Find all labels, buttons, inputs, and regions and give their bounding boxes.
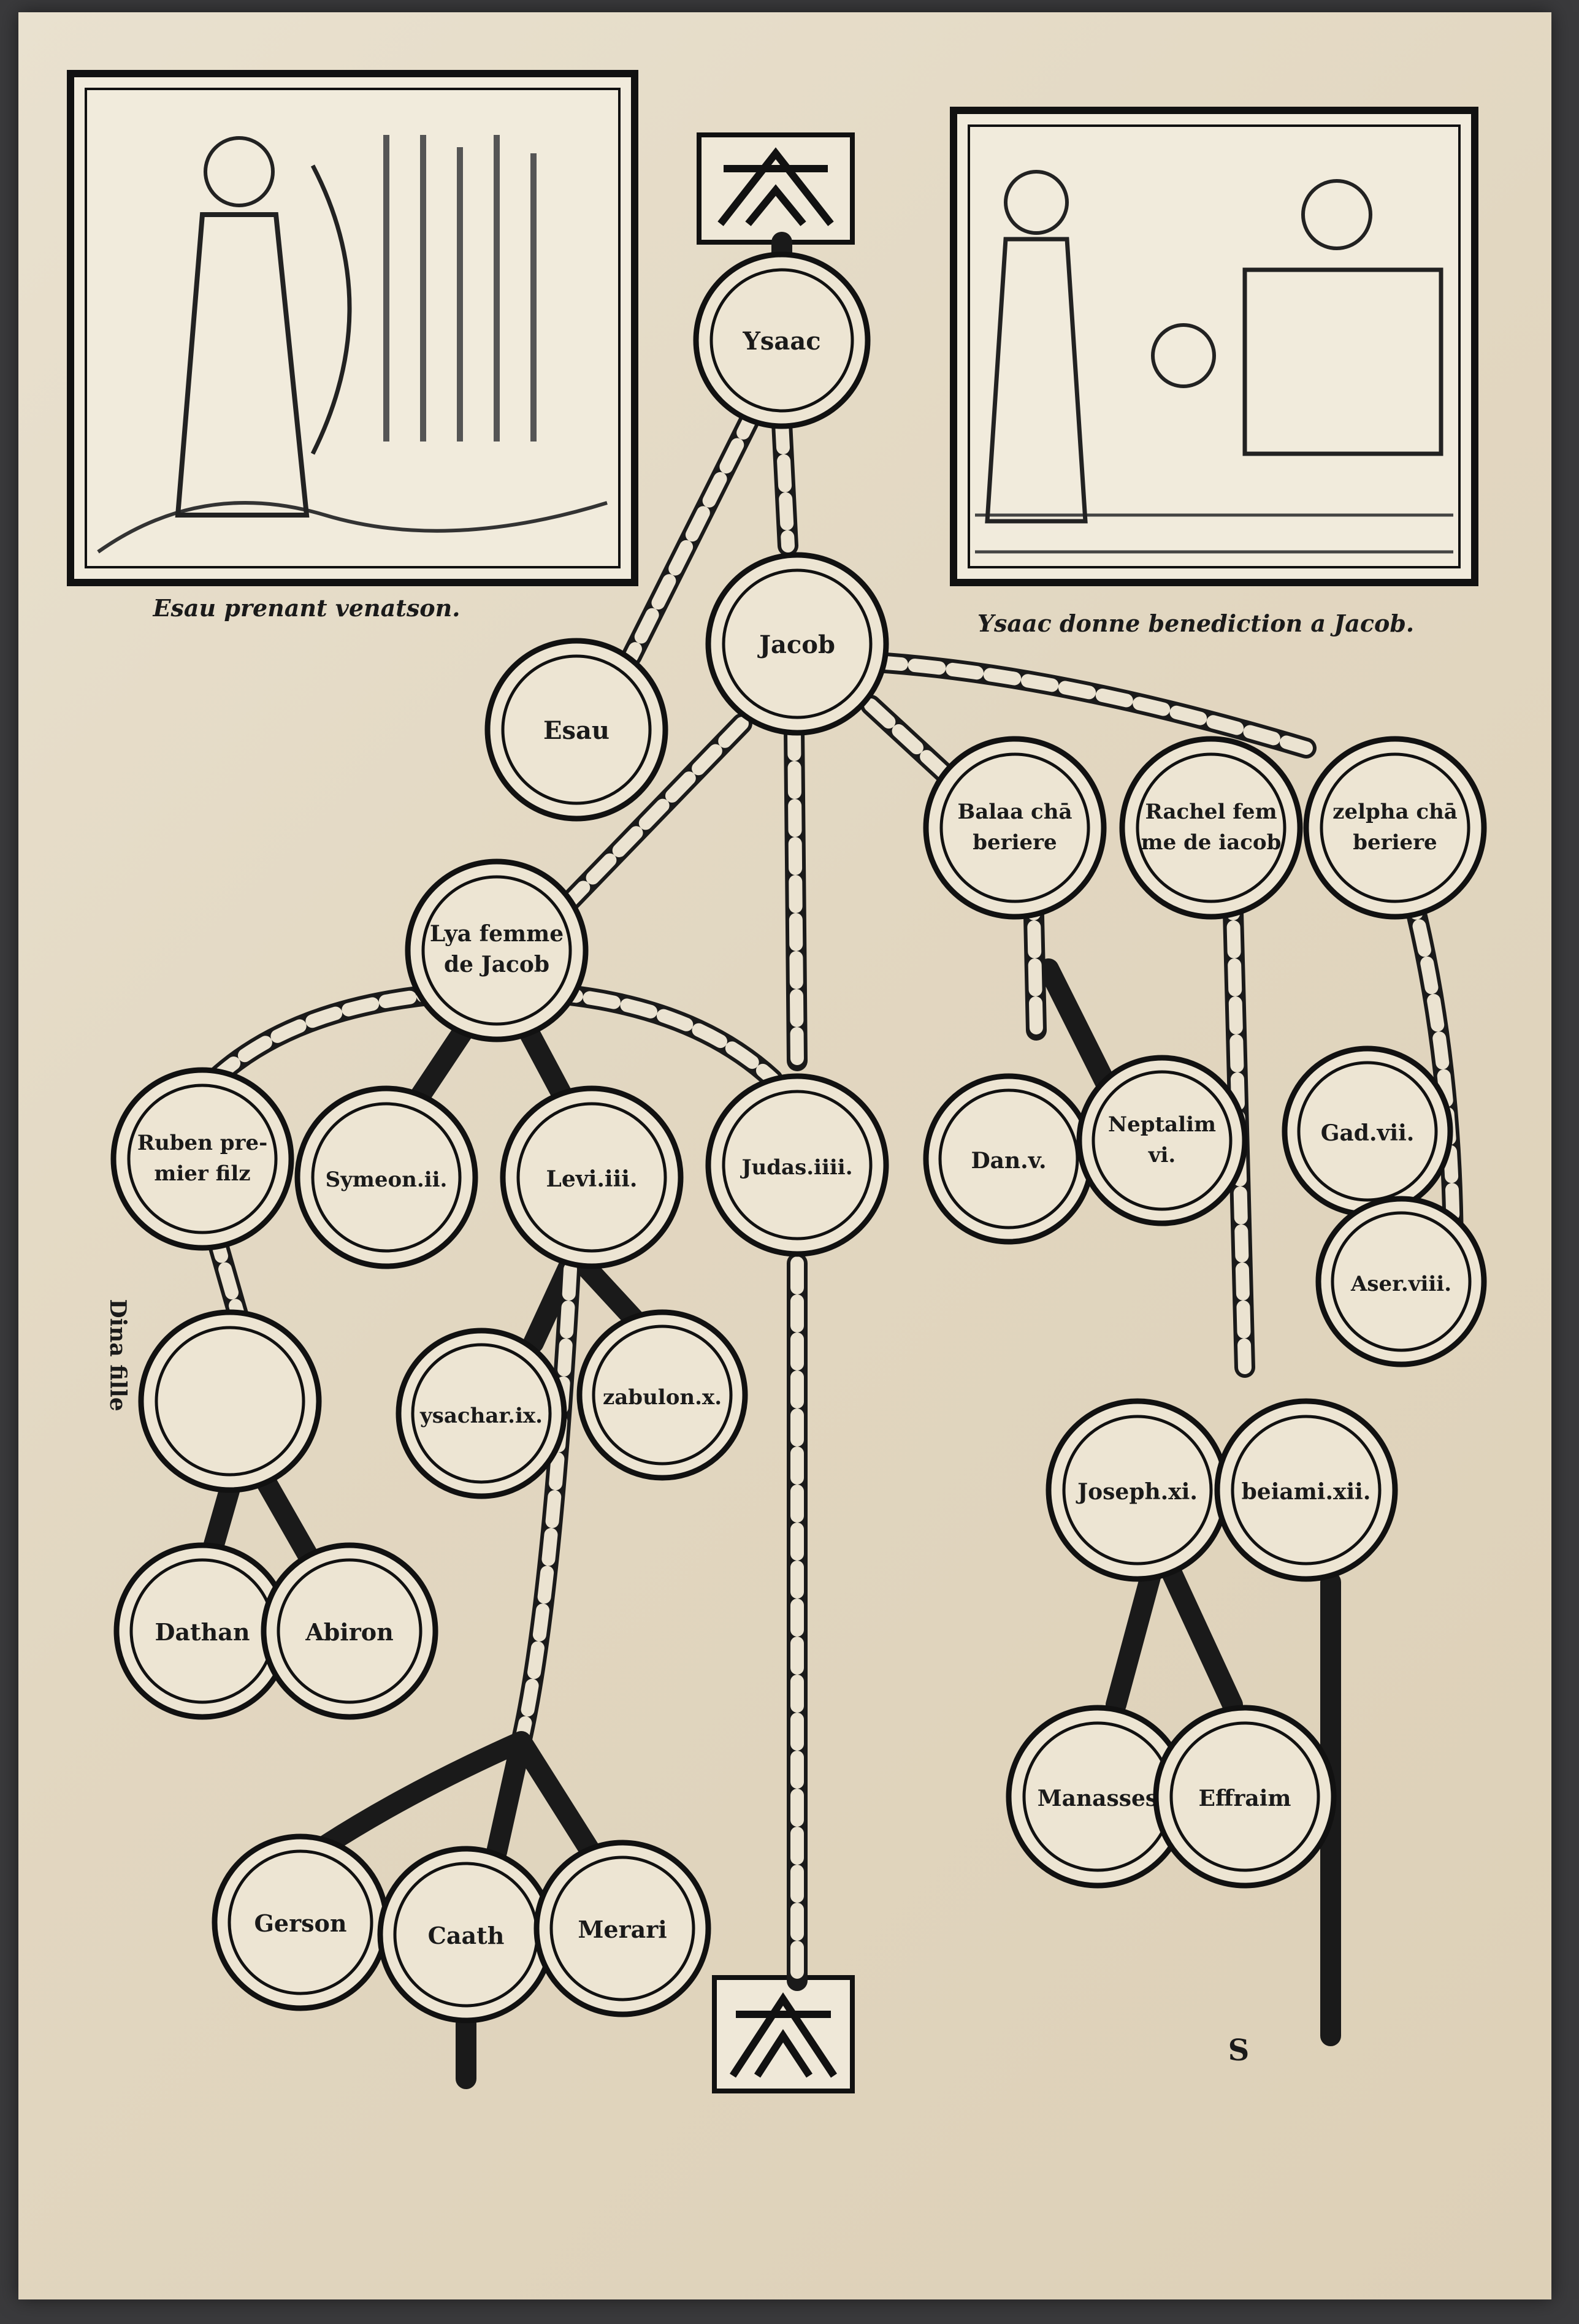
svg-text:Abiron: Abiron xyxy=(305,1618,393,1646)
node-ysachar: ysachar.ix. xyxy=(396,1328,567,1499)
signature-mark: S xyxy=(1228,2033,1250,2068)
svg-text:Levi.iii.: Levi.iii. xyxy=(546,1166,638,1192)
svg-text:Merari: Merari xyxy=(578,1916,667,1943)
svg-text:Aser.viii.: Aser.viii. xyxy=(1350,1272,1451,1296)
svg-text:zelpha chā: zelpha chā xyxy=(1332,800,1458,824)
node-symeon: Symeon.ii. xyxy=(294,1085,478,1269)
svg-text:Manasses: Manasses xyxy=(1038,1786,1158,1811)
printer-emblem-bottom xyxy=(712,1975,855,2093)
node-ruben: Ruben pre- mier filz xyxy=(110,1067,294,1251)
margin-note-dina: Dina fille xyxy=(105,1299,131,1411)
svg-text:Caath: Caath xyxy=(428,1922,505,1949)
svg-text:Ruben pre-: Ruben pre- xyxy=(137,1131,267,1155)
node-ysaac: Ysaac xyxy=(693,251,871,429)
svg-text:Effraim: Effraim xyxy=(1198,1786,1291,1811)
node-balaa: Balaa chā beriere xyxy=(923,736,1107,920)
manuscript-page: Esau prenant venatson. Ysaac donne bened… xyxy=(18,12,1551,2299)
woodcut-esau-hunting xyxy=(67,70,638,586)
svg-text:Dan.v.: Dan.v. xyxy=(971,1148,1046,1174)
node-dathan: Dathan xyxy=(113,1542,291,1720)
svg-text:Joseph.xi.: Joseph.xi. xyxy=(1076,1479,1198,1505)
svg-text:beriere: beriere xyxy=(973,830,1057,855)
svg-text:zabulon.x.: zabulon.x. xyxy=(603,1385,722,1410)
svg-text:me de iacob: me de iacob xyxy=(1141,830,1282,855)
svg-text:mier filz: mier filz xyxy=(154,1161,250,1186)
node-dina-ring xyxy=(138,1309,322,1493)
woodcut-ysaac-blessing xyxy=(950,107,1478,586)
node-levi: Levi.iii. xyxy=(500,1085,684,1269)
svg-text:Judas.iiii.: Judas.iiii. xyxy=(740,1155,852,1180)
genealogy-diagram: Esau prenant venatson. Ysaac donne bened… xyxy=(67,70,1487,2093)
node-zelpha: zelpha chā beriere xyxy=(1303,736,1487,920)
svg-text:Lya femme: Lya femme xyxy=(430,921,564,947)
node-gad: Gad.vii. xyxy=(1282,1045,1453,1217)
svg-text:vi.: vi. xyxy=(1148,1143,1176,1168)
node-dan: Dan.v. xyxy=(923,1073,1095,1245)
node-beiami: beiami.xii. xyxy=(1214,1398,1398,1582)
svg-text:Jacob: Jacob xyxy=(757,630,835,659)
svg-text:Symeon.ii.: Symeon.ii. xyxy=(326,1168,448,1192)
svg-text:Rachel fem: Rachel fem xyxy=(1145,800,1277,824)
node-effraim: Effraim xyxy=(1153,1705,1337,1889)
caption-left: Esau prenant venatson. xyxy=(153,594,461,622)
svg-text:de Jacob: de Jacob xyxy=(444,952,549,977)
node-zabulon: zabulon.x. xyxy=(576,1309,748,1481)
node-abiron: Abiron xyxy=(261,1542,438,1720)
node-merari: Merari xyxy=(533,1840,711,2017)
svg-text:Esau: Esau xyxy=(543,716,610,745)
node-gerson: Gerson xyxy=(212,1833,389,2011)
caption-right: Ysaac donne benediction a Jacob. xyxy=(977,610,1414,637)
node-rachel: Rachel fem me de iacob xyxy=(1119,736,1303,920)
svg-text:Balaa chā: Balaa chā xyxy=(957,800,1072,824)
node-joseph: Joseph.xi. xyxy=(1046,1398,1229,1582)
node-jacob: Jacob xyxy=(705,552,889,736)
svg-text:Gad.vii.: Gad.vii. xyxy=(1321,1120,1415,1146)
node-esau: Esau xyxy=(484,638,668,822)
svg-text:Ysaac: Ysaac xyxy=(742,327,820,356)
node-neptalim: Neptalim vi. xyxy=(1076,1055,1248,1226)
svg-text:beriere: beriere xyxy=(1353,830,1437,855)
node-aser: Aser.viii. xyxy=(1315,1196,1487,1367)
svg-text:ysachar.ix.: ysachar.ix. xyxy=(419,1404,543,1428)
node-judas: Judas.iiii. xyxy=(705,1073,889,1257)
svg-text:Gerson: Gerson xyxy=(254,1909,346,1937)
node-caath: Caath xyxy=(377,1846,555,2024)
svg-text:beiami.xii.: beiami.xii. xyxy=(1242,1479,1371,1505)
printer-emblem-top xyxy=(697,132,855,245)
svg-text:Dathan: Dathan xyxy=(155,1618,250,1646)
node-manasses: Manasses xyxy=(1006,1705,1190,1889)
svg-text:Neptalim: Neptalim xyxy=(1108,1112,1216,1137)
node-lya: Lya femme de Jacob xyxy=(405,858,589,1042)
